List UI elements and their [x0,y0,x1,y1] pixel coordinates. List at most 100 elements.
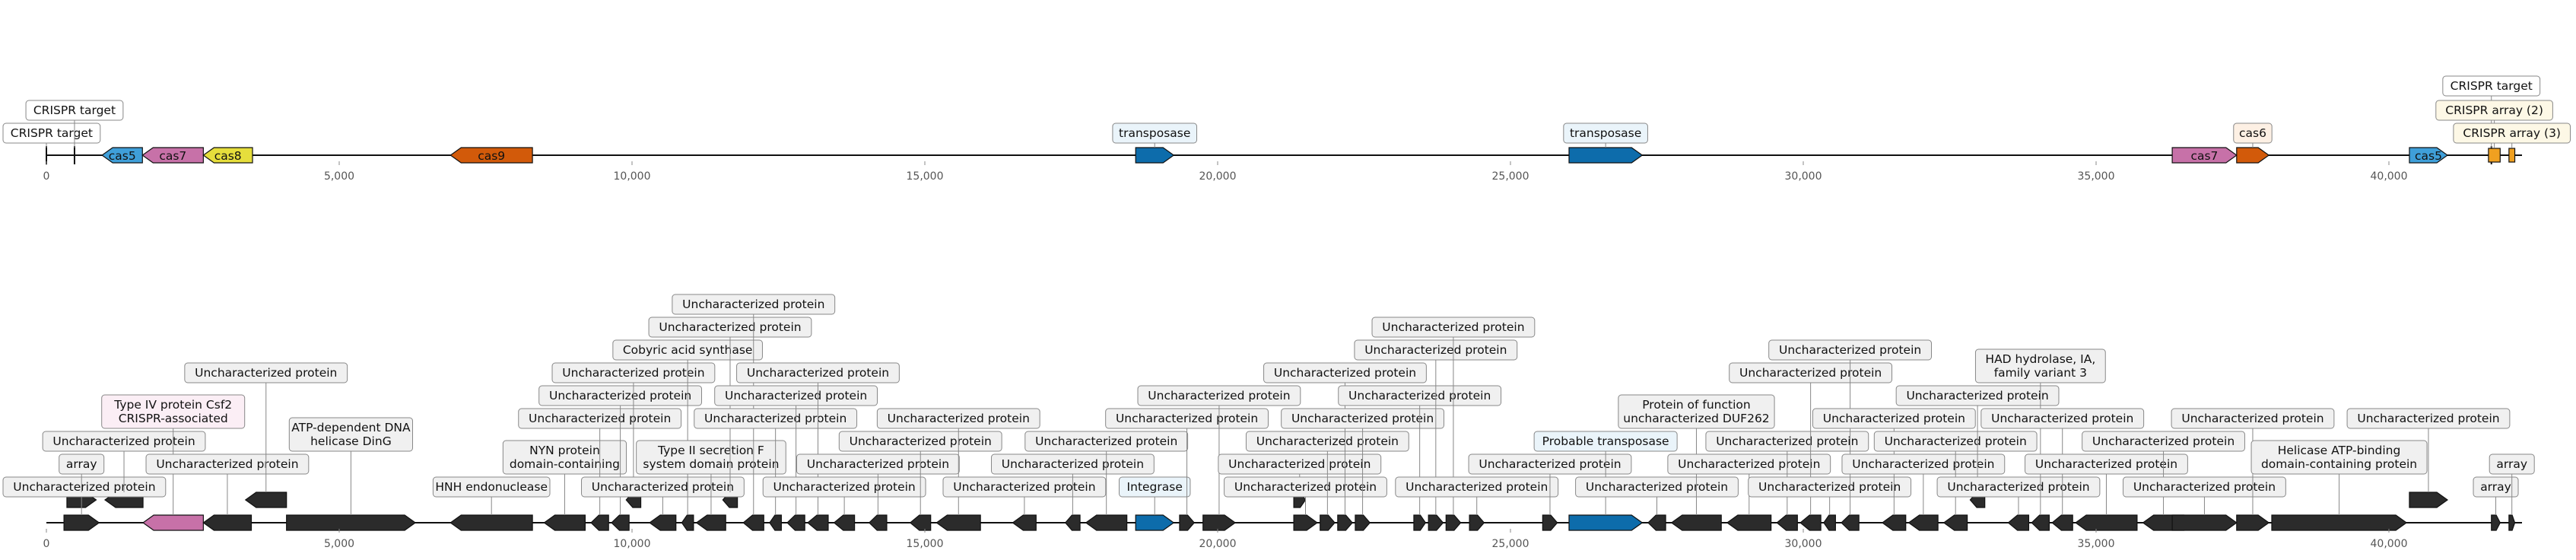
bottom-label-uncharacterized-protein-box [1705,431,1869,452]
bottom-uncharacterized-protein-arrow [1413,514,1427,531]
bottom-label-uncharacterized-protein-box [551,362,716,383]
bottom-uncharacterized-protein-arrow [1355,514,1371,531]
bottom-label-uncharacterized-protein-box [1395,476,1559,498]
top-label-transposase-box [1563,123,1648,144]
tick-label: 30,000 [1785,170,1822,183]
bottom-probable-transposase-arrow [1568,514,1644,531]
bottom-label-uncharacterized-protein-box [648,317,812,338]
bottom-label-had-hydrolase-family-ia-variant-3-text: family variant 3 [1994,366,2087,380]
tick-label: 15,000 [907,170,944,183]
bottom-label-uncharacterized-protein-box [1281,408,1444,429]
bottom-label-uncharacterized-protein-box [538,385,703,406]
bottom-uncharacterized-protein-arrow [807,514,829,531]
top-cas7-arrow [141,147,204,164]
bottom-nyn-domain-containing-protein-arrow [543,514,586,531]
top-inline-label-cas7: cas7 [159,149,186,163]
bottom-label-helicase-atp-binding-domain-containing-protein-box [2250,440,2428,475]
bottom-label-uncharacterized-protein-box [1224,476,1387,498]
bottom-uncharacterized-protein-arrow [909,514,932,531]
bottom-array-arrow [2491,514,2501,531]
bottom-label-uncharacterized-protein-box [1980,408,2145,429]
bottom-uncharacterized-protein-arrow [63,514,100,531]
bottom-label-uncharacterized-protein-box [1218,453,1382,475]
bottom-had-hydrolase-family-ia-variant-3-arrow [2031,514,2050,531]
bottom-label-protein-of-uncharacterized-function-duf262-text: Protein of function [1642,398,1750,412]
tick-label: 40,000 [2371,170,2408,183]
bottom-label-uncharacterized-protein-box [762,476,926,498]
bottom-label-uncharacterized-protein-box [2171,408,2335,429]
top-cas9-arrow [449,147,533,164]
bottom-uncharacterized-protein-arrow [1337,514,1353,531]
top-cas5-arrow [101,147,143,164]
top-label-crispr-target-box [2442,75,2541,97]
bottom-uncharacterized-protein-arrow [1065,514,1081,531]
bottom-atp-dependent-dna-helicase-ding-arrow [286,514,417,531]
bottom-label-uncharacterized-protein-box [581,476,745,498]
bottom-label-uncharacterized-protein-text: Uncharacterized protein [747,366,889,380]
bottom-label-uncharacterized-protein-box [1895,385,2060,406]
bottom-label-uncharacterized-protein-text: Uncharacterized protein [1779,343,1921,357]
bottom-label-type-iv-crispr-associated-protein-csf2-box [101,394,246,429]
bottom-label-array-box [59,453,105,475]
bottom-label-uncharacterized-protein-text: Uncharacterized protein [725,389,867,402]
bottom-uncharacterized-protein-arrow [2409,492,2449,508]
crispr-array-block [2488,148,2501,163]
bottom-label-protein-of-uncharacterized-function-duf262-text: uncharacterized DUF262 [1623,412,1769,425]
bottom-cobyric-acid-synthase-arrow [681,514,694,531]
bottom-label-uncharacterized-protein-text: Uncharacterized protein [1382,320,1524,334]
top-cas7-arrow [2171,147,2238,164]
bottom-uncharacterized-protein-arrow [769,514,782,531]
bottom-label-uncharacterized-protein-text: Uncharacterized protein [52,434,195,448]
bottom-label-nyn-domain-containing-protein-text: domain-containing [510,457,620,471]
bottom-label-uncharacterized-protein-box [672,294,836,315]
bottom-uncharacterized-protein-arrow [590,514,609,531]
bottom-label-uncharacterized-protein-text: Uncharacterized protein [1479,457,1621,471]
bottom-label-uncharacterized-protein-text: Uncharacterized protein [1823,412,1965,425]
tick-label: 15,000 [907,538,944,550]
bottom-label-helicase-atp-binding-domain-containing-protein-text: Helicase ATP-binding [2278,444,2401,457]
bottom-uncharacterized-protein-arrow [1445,514,1462,531]
bottom-label-uncharacterized-protein-text: Uncharacterized protein [659,320,801,334]
bottom-label-type-ii-secretion-system-f-domain-protein-text: Type II secretion F [657,444,764,457]
bottom-label-hnh-endonuclease-box [432,476,551,498]
crispr-array-block [2508,148,2516,163]
bottom-type-iv-crispr-associated-protein-csf2-arrow [142,514,204,531]
bottom-label-uncharacterized-protein-box [991,453,1155,475]
bottom-label-had-hydrolase-family-ia-variant-3-box [1974,348,2106,383]
bottom-uncharacterized-protein-arrow [2075,514,2138,531]
tick-label: 5,000 [324,170,354,183]
bottom-label-protein-of-uncharacterized-function-duf262-box [1618,394,1775,429]
bottom-label-uncharacterized-protein-text: Uncharacterized protein [195,366,337,380]
bottom-label-uncharacterized-protein-box [1768,339,1932,361]
bottom-label-uncharacterized-protein-box [838,431,1002,452]
top-label-crispr-array-2-text: CRISPR array (2) [2445,103,2543,117]
top-cas5-arrow [2409,147,2449,164]
top-label-crispr-target-text: CRISPR target [2451,79,2533,93]
top-label-transposase-box [1112,123,1198,144]
bottom-label-uncharacterized-protein-box [1667,453,1831,475]
bottom-uncharacterized-protein-arrow [2051,514,2073,531]
bottom-label-uncharacterized-protein-text: Uncharacterized protein [1002,457,1144,471]
top-label-cas6-box [2233,123,2273,144]
bottom-label-had-hydrolase-family-ia-variant-3-text: HAD hydrolase, IA, [1985,352,2095,366]
bottom-label-integrase-box [1119,476,1191,498]
bottom-label-uncharacterized-protein-text: Uncharacterized protein [2035,457,2177,471]
bottom-label-uncharacterized-protein-text: Uncharacterized protein [773,480,916,494]
bottom-label-uncharacterized-protein-text: Uncharacterized protein [13,480,155,494]
bottom-label-uncharacterized-protein-box [145,453,310,475]
bottom-uncharacterized-protein-arrow [2236,514,2270,531]
tick-label: 20,000 [1199,538,1237,550]
bottom-uncharacterized-protein-arrow [868,514,888,531]
top-label-cas6-text: cas6 [2239,126,2266,140]
bottom-label-uncharacterized-protein-box [1371,317,1536,338]
bottom-label-uncharacterized-protein-box [1873,431,2038,452]
bottom-label-uncharacterized-protein-box [714,385,878,406]
bottom-label-uncharacterized-protein-text: Uncharacterized protein [1947,480,2089,494]
bottom-label-uncharacterized-protein-text: Uncharacterized protein [1148,389,1290,402]
bottom-label-atp-dependent-dna-helicase-ding-text: ATP-dependent DNA [291,421,411,434]
bottom-label-uncharacterized-protein-box [736,362,900,383]
bottom-type-ii-secretion-system-f-domain-protein-arrow [695,514,726,531]
bottom-label-uncharacterized-protein-text: Uncharacterized protein [549,389,691,402]
